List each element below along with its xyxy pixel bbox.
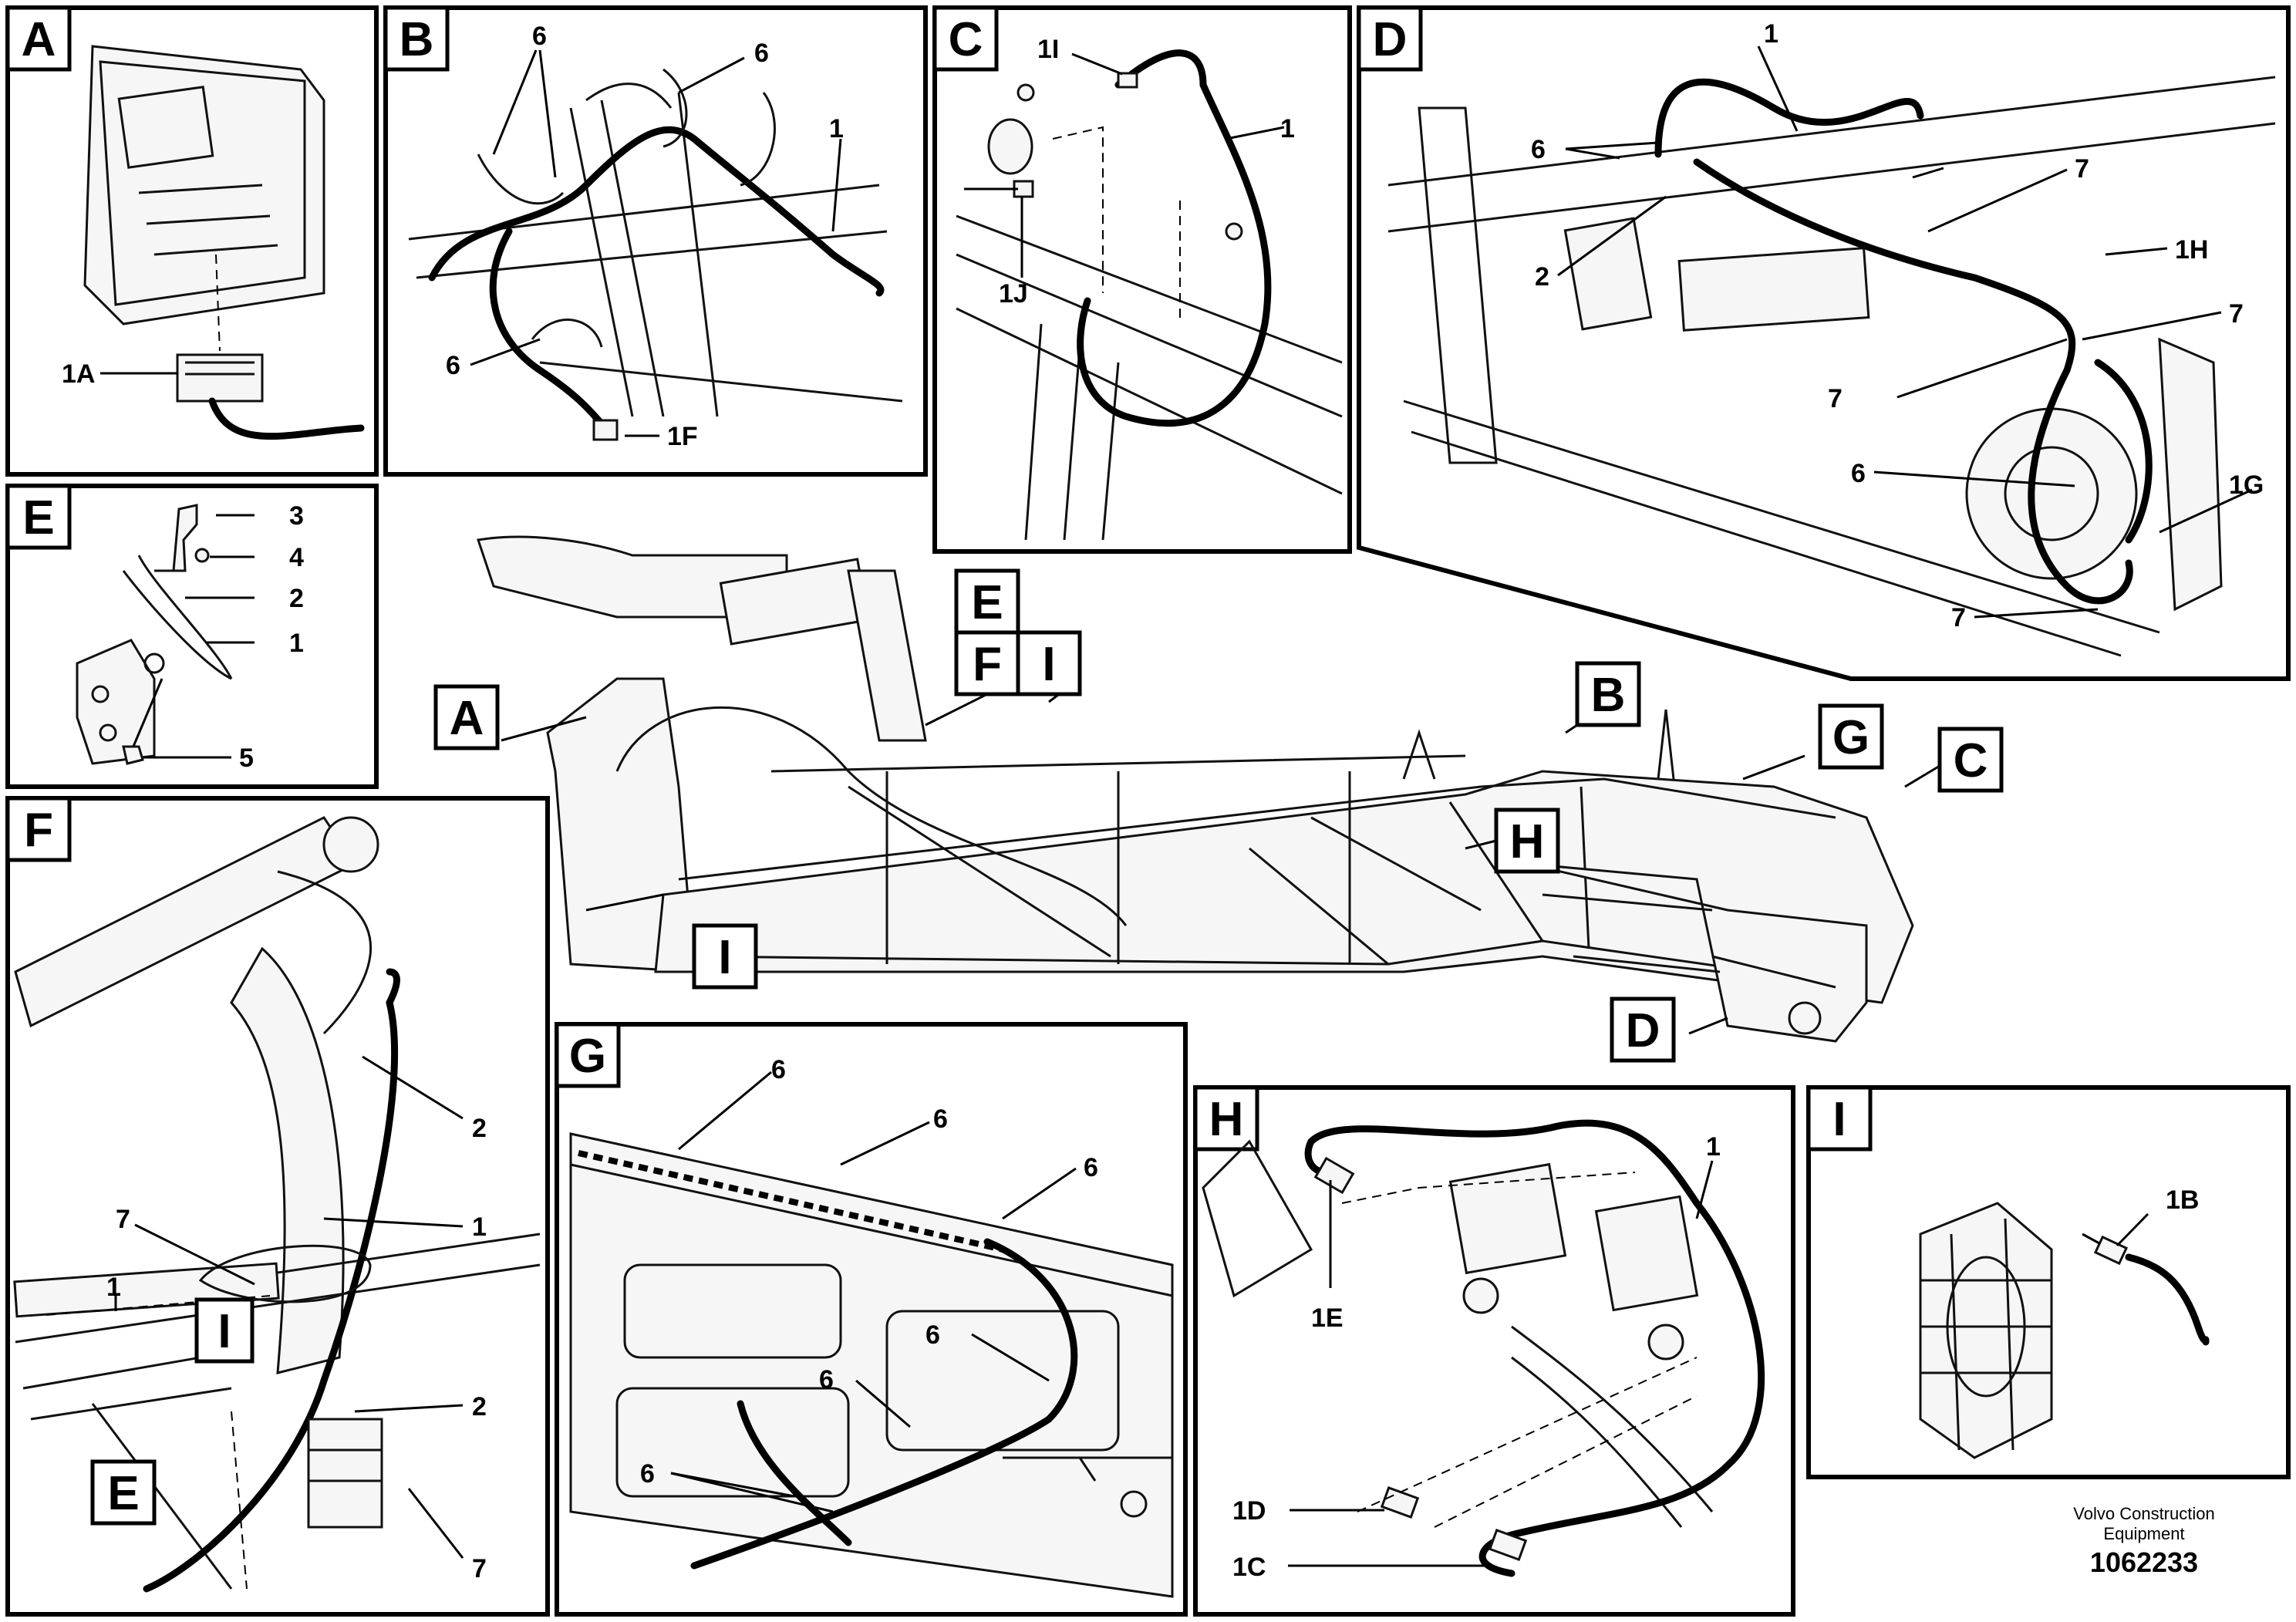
callout-b-1: 1 [829,114,844,143]
overview-tag-g: G [1832,711,1870,764]
callout-h-1d: 1D [1232,1496,1266,1526]
callout-b-6c: 6 [446,351,460,380]
panel-h: H 1 1E 1D 1C [1193,1085,1795,1617]
panel-f-inner-tag-i: I [217,1305,231,1358]
panel-a: A 1A [5,5,379,477]
callout-i-1b: 1B [2166,1185,2199,1215]
callout-e-1: 1 [289,629,304,658]
callout-e-3: 3 [289,501,304,531]
callout-d-1: 1 [1764,19,1778,49]
callout-g-6b: 6 [933,1104,948,1134]
callout-d-7a: 7 [2075,154,2089,184]
callout-d-7d: 7 [1951,603,1966,632]
callout-f-1b: 1 [106,1273,121,1302]
callout-h-1c: 1C [1232,1553,1266,1582]
panel-i-tag: I [1832,1093,1846,1146]
callout-f-7a: 7 [116,1205,130,1234]
callout-b-6a: 6 [532,22,547,51]
panel-h-tag: H [1209,1093,1244,1146]
panel-c-tag: C [949,13,983,66]
overview-tag-d: D [1626,1004,1660,1057]
callout-1a: 1A [62,359,95,389]
callout-c-1j: 1J [999,279,1028,309]
overview-tag-i-bottom: I [718,931,731,984]
overview-tag-b: B [1591,669,1626,722]
overview-tag-a: A [450,692,484,745]
panel-d-tag: D [1373,13,1408,66]
panel-g: G 6 6 6 6 6 6 [555,1022,1188,1617]
panel-b-tag: B [400,13,434,66]
callout-d-7b: 7 [2229,299,2244,329]
overview-tag-f: F [973,638,1002,691]
panel-c: C 1I 1 1J [932,5,1352,554]
callout-d-2: 2 [1535,262,1549,292]
callout-c-1i: 1I [1037,35,1059,64]
callout-f-2a: 2 [472,1114,487,1143]
callout-h-1: 1 [1706,1132,1721,1162]
callout-e-5: 5 [239,744,254,773]
overview-tag-h: H [1510,815,1545,868]
panel-b: B 6 6 1 6 1F [383,5,928,477]
callout-d-6b: 6 [1851,459,1866,488]
callout-g-6c: 6 [1084,1153,1098,1182]
callout-g-6a: 6 [771,1055,786,1084]
callout-g-6e: 6 [819,1365,834,1394]
overview-tag-i-top: I [1042,638,1055,691]
overview-drawing: E F I A B G C H D I [433,535,2004,1063]
footer-company-line2: Equipment [2103,1524,2185,1543]
callout-g-6f: 6 [640,1459,655,1489]
panel-e-tag: E [22,491,54,545]
drawing-number: 1062233 [2089,1546,2199,1578]
callout-d-6a: 6 [1531,135,1546,164]
callout-e-4: 4 [289,543,304,572]
panel-e: E 3 4 2 1 5 [5,484,379,789]
callout-c-1: 1 [1280,114,1295,143]
callout-d-7c: 7 [1828,384,1843,413]
footer: Volvo Construction Equipment 1062233 [2059,1504,2229,1581]
footer-company-line1: Volvo Construction [2073,1504,2215,1523]
panel-f-inner-tag-e: E [107,1467,139,1520]
callout-d-1g: 1G [2229,470,2264,500]
panel-d: D 1 6 7 2 1H 7 7 6 1G 7 [1357,5,2291,681]
callout-d-1h: 1H [2175,235,2208,265]
callout-f-1a: 1 [472,1212,487,1242]
overview-tag-c: C [1954,734,1988,787]
overview-tag-e: E [971,576,1003,629]
panel-g-tag: G [569,1030,606,1083]
panel-i: I 1B [1806,1085,2291,1479]
callout-g-6d: 6 [925,1320,940,1350]
callout-f-2b: 2 [472,1392,487,1421]
panel-f: F I E 2 1 7 1 2 7 [5,796,550,1617]
callout-h-1e: 1E [1311,1303,1344,1333]
callout-b-6b: 6 [754,39,769,68]
callout-e-2: 2 [289,584,304,613]
panel-a-tag: A [22,13,56,66]
callout-b-1f: 1F [667,422,698,451]
callout-f-7b: 7 [472,1554,487,1583]
panel-f-tag: F [24,804,53,857]
